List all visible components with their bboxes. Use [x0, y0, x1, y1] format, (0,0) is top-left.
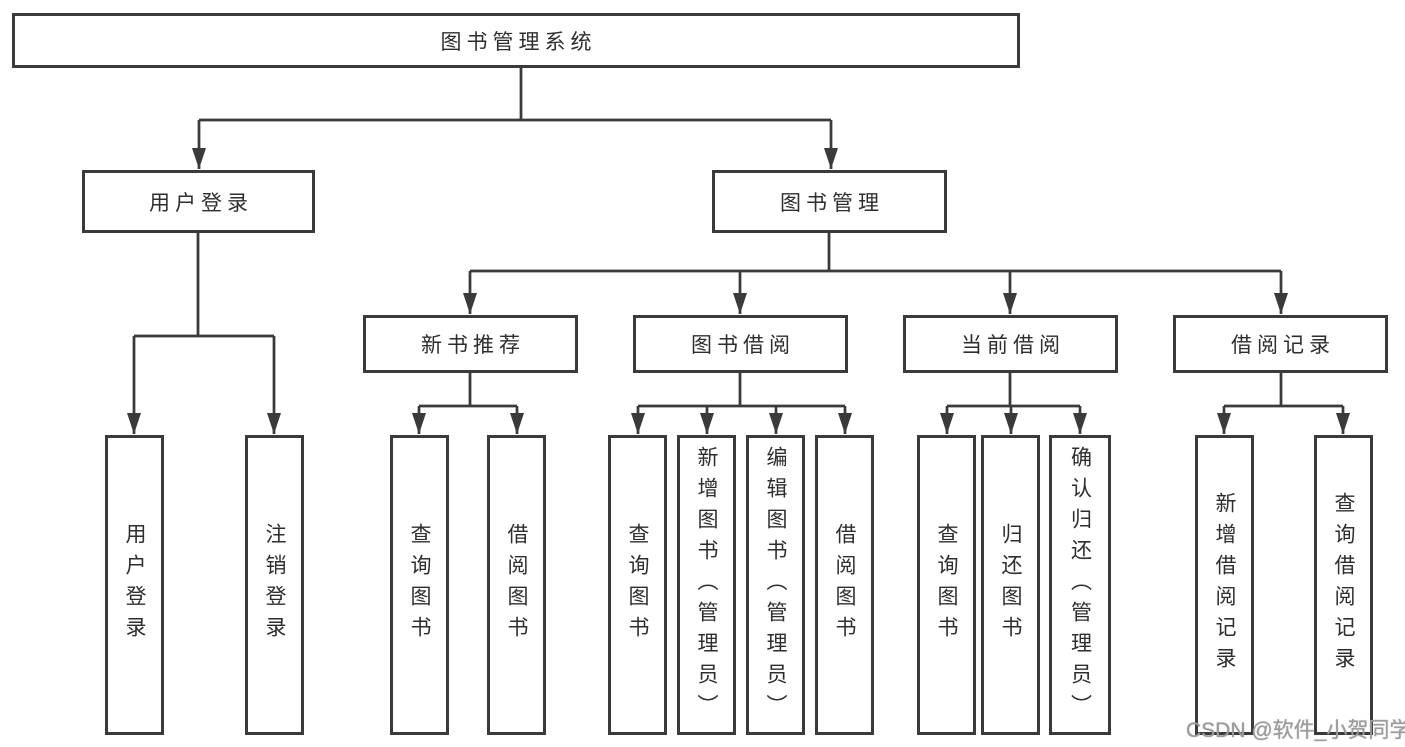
leaf-label: 借阅图书 — [833, 523, 856, 647]
leaf-label: 确认归还（管理员） — [1068, 445, 1092, 725]
leaf-label: 编辑图书（管理员） — [764, 445, 787, 725]
node-borrow-records: 借阅记录 — [1173, 315, 1388, 373]
leaf-add-borrow-record: 新增借阅记录 — [1195, 435, 1254, 735]
leaf-label: 用户登录 — [123, 523, 146, 647]
connector-user-login — [127, 232, 281, 434]
node-user-login: 用户登录 — [82, 170, 315, 233]
leaf-label: 新增借阅记录 — [1213, 492, 1236, 678]
leaf-label: 查询图书 — [626, 523, 649, 647]
leaf-label: 新增图书（管理员） — [695, 445, 718, 725]
leaf-search-book-recommend: 查询图书 — [390, 435, 449, 735]
leaf-add-book-admin: 新增图书（管理员） — [677, 435, 736, 735]
leaf-label: 查询借阅记录 — [1332, 492, 1355, 678]
node-book-management: 图书管理 — [712, 170, 947, 233]
node-current-borrow: 当前借阅 — [903, 315, 1118, 373]
connector-borrow-records — [1217, 372, 1350, 434]
leaf-label: 注销登录 — [263, 523, 286, 647]
leaf-search-book-borrow: 查询图书 — [608, 435, 667, 735]
leaf-return-book: 归还图书 — [981, 435, 1040, 735]
leaf-label: 查询图书 — [408, 523, 431, 647]
leaf-borrow-book: 借阅图书 — [815, 435, 874, 735]
leaf-label: 查询图书 — [935, 523, 958, 647]
leaf-search-borrow-record: 查询借阅记录 — [1314, 435, 1373, 735]
node-new-book-recommend: 新书推荐 — [363, 315, 578, 373]
leaf-borrow-book-recommend: 借阅图书 — [487, 435, 546, 735]
connector-new-book-recommend — [412, 372, 524, 434]
connector-current-borrow — [940, 372, 1087, 434]
connector-root — [192, 66, 838, 169]
csdn-watermark: CSDN @软件_小贺同学 — [1186, 719, 1405, 742]
leaf-label: 归还图书 — [999, 523, 1022, 647]
leaf-edit-book-admin: 编辑图书（管理员） — [746, 435, 805, 735]
leaf-confirm-return-admin: 确认归还（管理员） — [1049, 435, 1111, 735]
leaf-label: 借阅图书 — [505, 523, 528, 647]
leaf-logout: 注销登录 — [245, 435, 304, 735]
node-root: 图书管理系统 — [12, 13, 1020, 68]
connector-book-management — [463, 232, 1288, 314]
connector-book-borrow — [631, 372, 852, 434]
leaf-user-login: 用户登录 — [105, 435, 164, 735]
leaf-search-book-current: 查询图书 — [917, 435, 976, 735]
node-book-borrow: 图书借阅 — [633, 315, 848, 373]
